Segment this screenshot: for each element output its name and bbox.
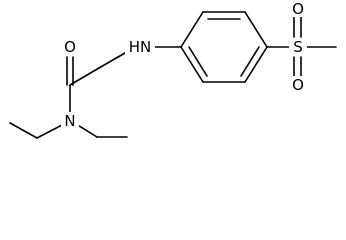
ring-bond-4 [244,46,268,83]
nitrogen-amine-bg [125,38,155,56]
bond-namide-ethyl-left-1 [36,123,65,139]
atom-label-group: O N HN S O O [61,0,307,130]
bond-ch2-nh [98,52,126,69]
bond-carbonyl-ch2 [69,67,100,86]
nitrogen-amide-bg [61,112,79,130]
bond-group [9,11,337,139]
oxygen-sulfonyl-bottom-label: O [292,76,304,94]
ring-bond-3 [244,11,268,48]
sulfur-label: S [293,38,303,56]
sulfur-bg [289,38,307,56]
oxygen-carbonyl-label: O [64,38,76,56]
ring-inner-bond-left [188,46,208,77]
ring-bond-1 [180,11,204,48]
bond-namide-ethyl-right-1 [75,123,98,138]
ring-bond-6 [180,46,204,83]
oxygen-carbonyl-bg [61,38,79,56]
bond-ethyl-left-2 [9,122,38,139]
nitrogen-amide-label: N [64,112,75,130]
ring-inner-bond-right [240,46,260,77]
chemical-structure-diagram: O N HN S O O [9,0,337,139]
oxygen-sulfonyl-bottom-bg [289,76,307,94]
oxygen-sulfonyl-top-bg [289,0,307,17]
oxygen-sulfonyl-top-label: O [292,0,304,18]
nitrogen-amine-label: HN [129,38,152,56]
